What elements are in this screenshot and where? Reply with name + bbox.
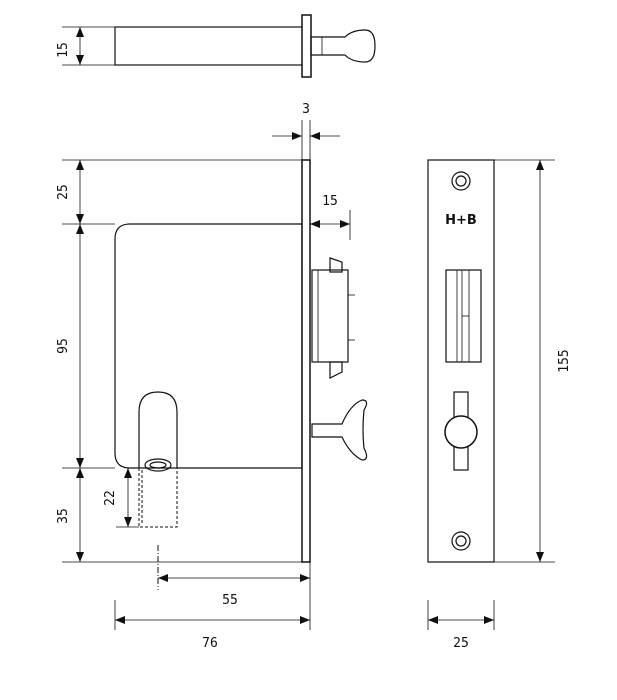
- latch-opening: [445, 269, 482, 363]
- dim-top-height: 15: [56, 42, 71, 58]
- screw-hole-top: [451, 171, 471, 191]
- faceplate: [427, 159, 495, 563]
- latch-bolt: [311, 257, 355, 379]
- dim-case-height: 95: [56, 338, 71, 354]
- dim-bottom-offset: 35: [56, 508, 71, 524]
- hook-bolt: [311, 399, 368, 461]
- dim-faceplate-width: 25: [453, 636, 469, 651]
- top-view: 15: [56, 14, 376, 78]
- dim-faceplate-thickness: 3: [302, 102, 310, 117]
- top-view-bolt: [310, 29, 376, 63]
- brand-label: H+B: [445, 213, 477, 228]
- top-view-faceplate: [301, 14, 312, 78]
- dim-case-depth: 76: [202, 636, 218, 651]
- cylinder-slot: [138, 391, 178, 468]
- side-view: 3 15 25 95 35 22 55: [56, 102, 368, 651]
- cylinder-dashed: [138, 468, 178, 528]
- dim-hole-depth: 22: [103, 490, 118, 506]
- bolt-head: [444, 415, 478, 449]
- lock-case: [114, 223, 303, 469]
- screw-hole-bottom: [451, 531, 471, 551]
- dim-backset: 55: [222, 593, 238, 608]
- dim-total-height: 155: [557, 349, 572, 372]
- dim-top-offset: 25: [56, 184, 71, 200]
- dim-bolt-throw: 15: [322, 194, 338, 209]
- top-view-body: [114, 26, 304, 66]
- side-faceplate: [301, 159, 311, 563]
- faceplate-view: H+B 25 155: [427, 159, 572, 651]
